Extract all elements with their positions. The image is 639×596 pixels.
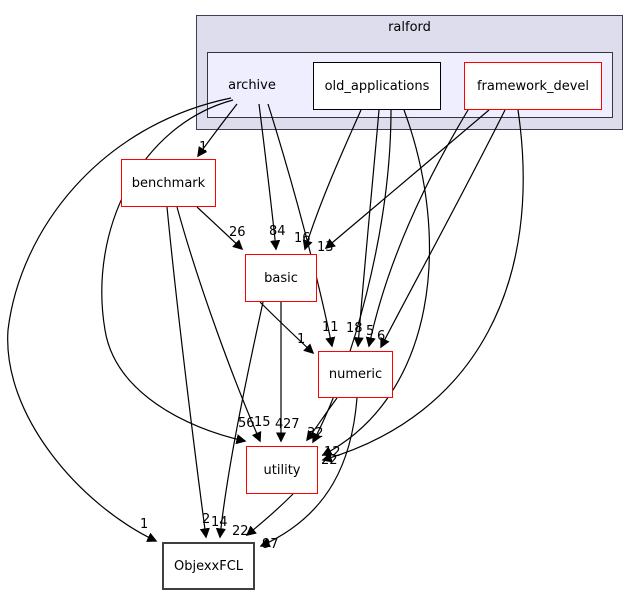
edge-label: 18 bbox=[346, 321, 363, 336]
edge-label: 16 bbox=[294, 231, 311, 246]
edge-archive-to-benchmark bbox=[197, 103, 238, 158]
edge-label: 22 bbox=[232, 524, 249, 539]
edge-label: 2 bbox=[202, 512, 211, 527]
node-utility[interactable]: utility bbox=[246, 446, 318, 494]
edge-label: 1 bbox=[140, 517, 149, 532]
edge-label: 4 bbox=[275, 417, 284, 432]
cluster-ralford-label[interactable]: ralford bbox=[388, 20, 431, 35]
edge-label: 15 bbox=[254, 415, 271, 430]
edge-framework-devel-to-utility-22 bbox=[321, 109, 524, 463]
edge-benchmark-to-utility bbox=[176, 206, 262, 443]
edge-label: 27 bbox=[283, 417, 300, 432]
node-archive: archive bbox=[228, 78, 276, 93]
edge-label: 11 bbox=[322, 320, 339, 335]
edge-label: 1 bbox=[297, 332, 306, 347]
edge-old-applications-to-basic bbox=[302, 109, 362, 251]
edge-label: 84 bbox=[269, 224, 286, 239]
edge-label: 13 bbox=[317, 240, 334, 255]
node-basic[interactable]: basic bbox=[245, 254, 317, 302]
edge-label: 5 bbox=[366, 324, 375, 339]
edge-label: 26 bbox=[229, 225, 246, 240]
edge-old-applications-to-utility-12 bbox=[321, 109, 431, 456]
edge-archive-to-utility bbox=[101, 99, 247, 445]
node-objexxfcl[interactable]: ObjexxFCL bbox=[162, 542, 255, 590]
edge-label: 22 bbox=[321, 453, 338, 468]
edge-numeric-to-utility bbox=[306, 397, 338, 442]
edge-archive-to-objexxfcl bbox=[7, 97, 232, 542]
edge-label: 32 bbox=[307, 426, 324, 441]
node-numeric[interactable]: numeric bbox=[318, 351, 393, 398]
node-framework-devel[interactable]: framework_devel bbox=[464, 62, 602, 110]
edge-label: 14 bbox=[211, 515, 228, 530]
edge-numeric-to-objexxfcl bbox=[259, 397, 358, 548]
edge-label: 12 bbox=[324, 445, 341, 460]
edge-label: 6 bbox=[377, 329, 386, 344]
edge-utility-to-objexxfcl bbox=[245, 493, 294, 536]
node-benchmark[interactable]: benchmark bbox=[121, 159, 216, 207]
edge-archive-to-basic bbox=[258, 103, 281, 251]
edge-old-applications-to-numeric bbox=[353, 109, 380, 348]
edge-framework-devel-to-numeric-6 bbox=[380, 109, 506, 349]
edge-benchmark-to-objexxfcl bbox=[166, 206, 210, 539]
edge-old-applications-to-utility-32 bbox=[312, 109, 392, 444]
edge-benchmark-to-basic bbox=[196, 206, 244, 251]
edge-label: 1 bbox=[199, 140, 208, 155]
edge-framework-devel-to-numeric-5 bbox=[365, 109, 469, 348]
edge-basic-to-numeric bbox=[259, 301, 315, 355]
edge-label: 97 bbox=[262, 537, 279, 552]
edge-basic-to-objexxfcl bbox=[215, 301, 264, 539]
node-old-applications[interactable]: old_applications bbox=[313, 62, 441, 110]
edge-framework-devel-to-basic bbox=[324, 109, 490, 249]
edge-archive-to-numeric bbox=[267, 103, 336, 348]
edge-label: 56 bbox=[238, 416, 255, 431]
